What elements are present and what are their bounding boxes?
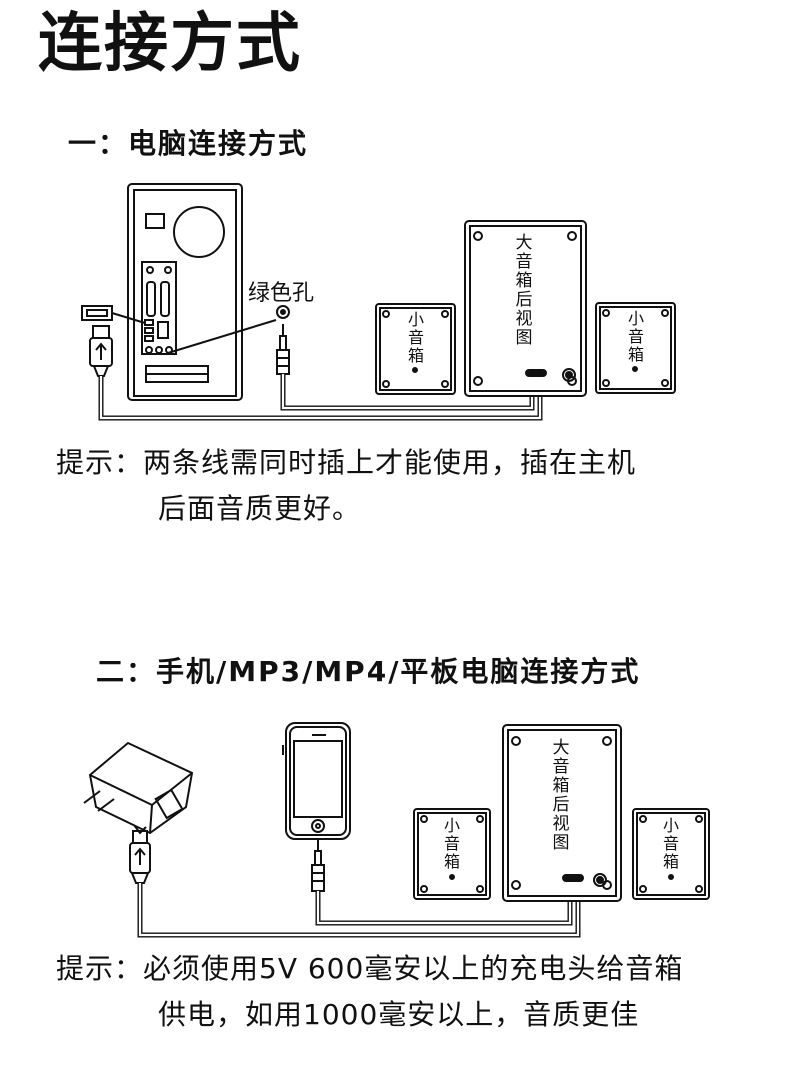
small-speaker-right-label: 小音箱 bbox=[628, 309, 644, 364]
small-speaker-right-label: 小音箱 bbox=[663, 816, 679, 871]
section1-note-line1: 提示：两条线需同时插上才能使用，插在主机 bbox=[56, 446, 637, 479]
speaker-icon bbox=[595, 302, 676, 394]
power-adapter-icon bbox=[83, 741, 194, 835]
speaker-icon bbox=[464, 220, 587, 397]
phone-icon bbox=[282, 722, 351, 840]
pc-tower-icon bbox=[127, 183, 243, 401]
section2-heading: 二：手机/MP3/MP4/平板电脑连接方式 bbox=[96, 655, 641, 688]
audio-jack-icon bbox=[276, 324, 290, 375]
usb-plug-icon bbox=[81, 305, 113, 377]
page-title: 连接方式 bbox=[38, 7, 302, 81]
pc-connection-diagram: 绿色孔 大音箱后视图 小音箱 小音箱 bbox=[81, 183, 676, 421]
speaker-icon bbox=[413, 808, 491, 900]
small-speaker-left-label: 小音箱 bbox=[444, 816, 460, 871]
audio-jack-icon bbox=[311, 839, 325, 892]
small-speaker-left-label: 小音箱 bbox=[408, 310, 424, 365]
section1-note-line2: 后面音质更好。 bbox=[158, 492, 362, 525]
section2-note-line2: 供电，如用1000毫安以上，音质更佳 bbox=[158, 998, 640, 1031]
big-speaker-label: 大音箱后视图 bbox=[553, 738, 570, 853]
section1-heading: 一：电脑连接方式 bbox=[68, 127, 309, 160]
big-speaker-label: 大音箱后视图 bbox=[516, 233, 533, 348]
section1-note: 提示：两条线需同时插上才能使用，插在主机 后面音质更好。 bbox=[56, 440, 636, 532]
section2-note: 提示：必须使用5V 600毫安以上的充电头给音箱 供电，如用1000毫安以上，音… bbox=[56, 946, 683, 1038]
speaker-icon bbox=[375, 303, 456, 395]
section2-note-line1: 提示：必须使用5V 600毫安以上的充电头给音箱 bbox=[56, 952, 684, 985]
speaker-icon bbox=[632, 808, 710, 900]
phone-connection-diagram: 大音箱后视图 小音箱 小音箱 bbox=[83, 722, 710, 938]
usb-plug-icon bbox=[129, 830, 151, 884]
green-jack-label: 绿色孔 bbox=[248, 281, 314, 306]
speaker-icon bbox=[502, 724, 622, 902]
